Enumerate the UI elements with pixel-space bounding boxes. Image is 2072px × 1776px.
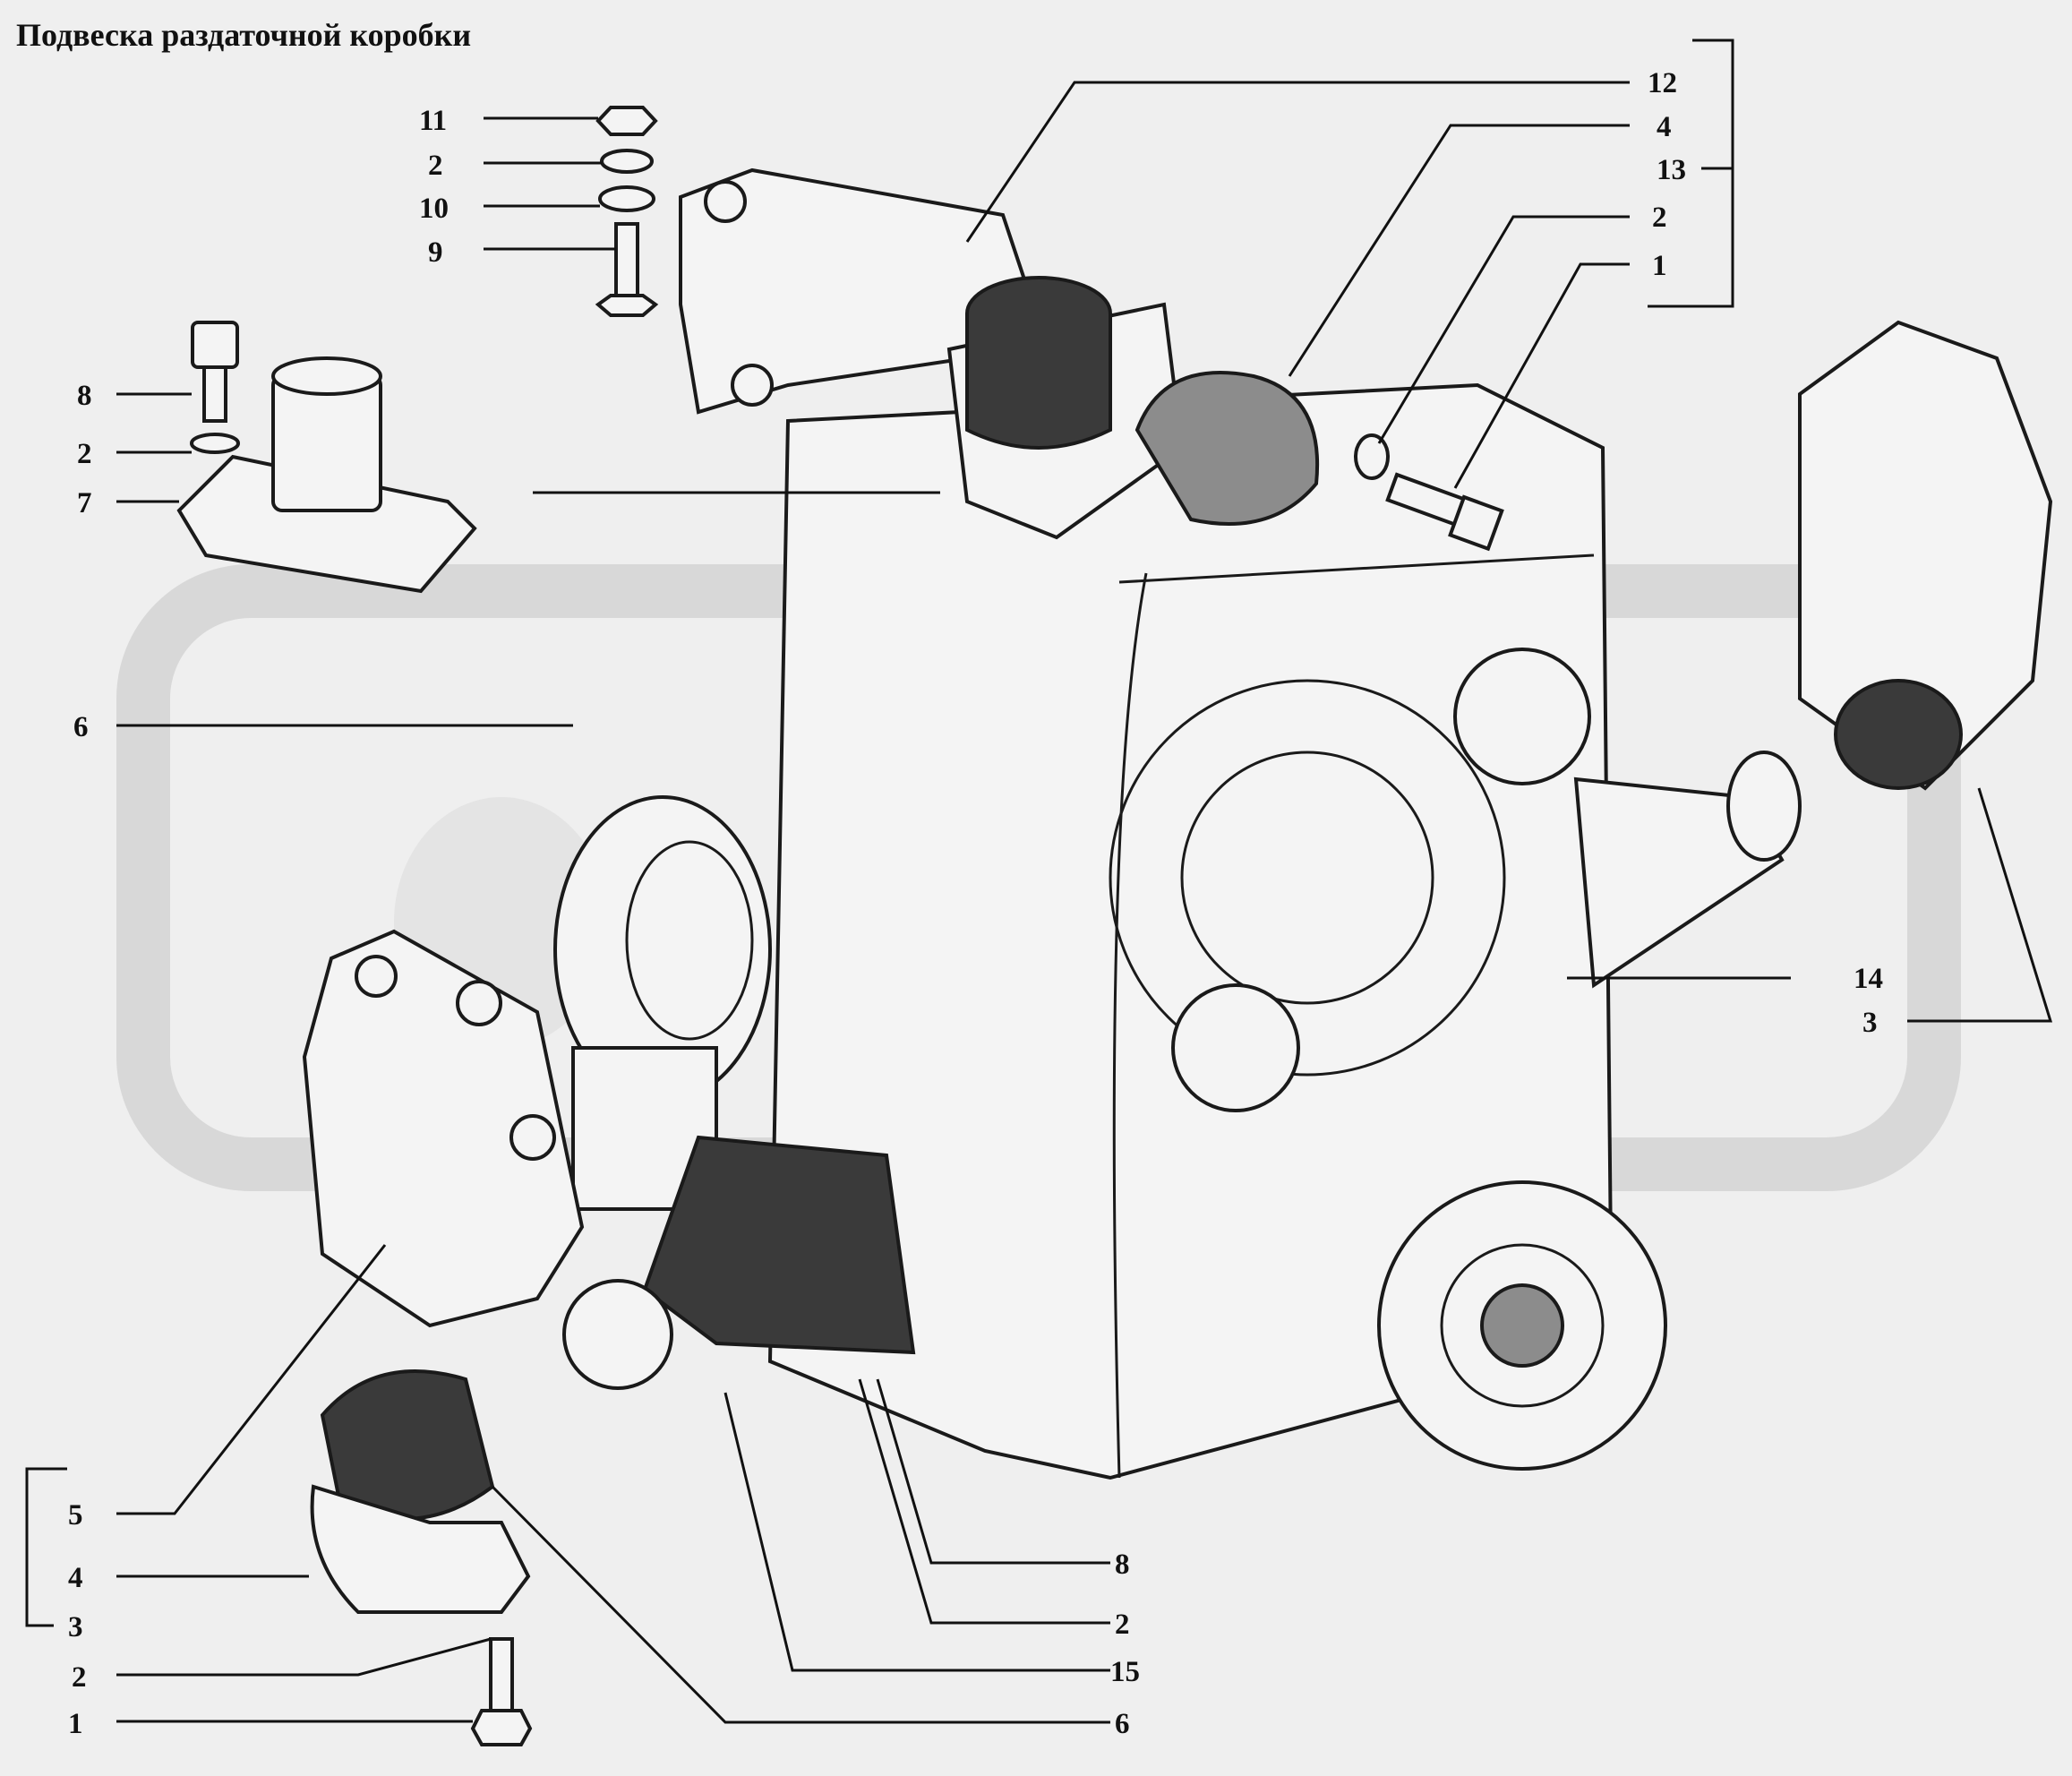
callout-7: 7 xyxy=(77,487,92,519)
callout-labels: 11 2 10 9 8 2 7 6 12 4 13 2 1 14 3 5 4 3… xyxy=(68,67,1883,1740)
callout-8: 8 xyxy=(77,380,92,412)
callout-9: 9 xyxy=(428,236,443,269)
leader-lines xyxy=(25,39,2053,1724)
callout-2: 2 xyxy=(1115,1609,1130,1641)
callout-3: 3 xyxy=(1862,1007,1878,1039)
callout-2: 2 xyxy=(1652,202,1667,234)
callout-6: 6 xyxy=(1115,1708,1130,1740)
cover-cap xyxy=(176,356,477,594)
callout-4: 4 xyxy=(1657,111,1672,143)
callout-5: 5 xyxy=(68,1499,83,1531)
callout-12: 12 xyxy=(1648,67,1677,99)
callout-15: 15 xyxy=(1110,1656,1140,1688)
callout-1: 1 xyxy=(68,1708,83,1740)
transfer-case-housing xyxy=(767,382,1614,1480)
right-mount-plate xyxy=(1798,320,2053,791)
page-title: Подвеска раздаточной коробки xyxy=(16,17,472,53)
callout-3: 3 xyxy=(68,1611,83,1643)
bolt-stack-top xyxy=(595,106,659,317)
callout-14: 14 xyxy=(1854,963,1883,995)
callout-11: 11 xyxy=(419,105,447,137)
callout-1: 1 xyxy=(1652,250,1667,282)
callout-10: 10 xyxy=(419,193,449,225)
bolt-stack-left xyxy=(190,321,240,454)
front-output-flange xyxy=(1377,1180,1667,1471)
callout-13: 13 xyxy=(1657,154,1686,186)
left-output-shaft xyxy=(562,1135,916,1390)
bolt-stack-bottom xyxy=(470,1637,533,1746)
callout-6: 6 xyxy=(73,711,89,743)
bolt-right-top xyxy=(1354,433,1504,552)
lower-left-bracket xyxy=(302,929,585,1328)
callout-4: 4 xyxy=(68,1562,83,1594)
callout-2: 2 xyxy=(77,438,92,470)
top-cushion-clamp xyxy=(946,276,1320,540)
callout-2: 2 xyxy=(72,1661,87,1694)
callout-8: 8 xyxy=(1115,1549,1130,1581)
lower-cushion-clamp xyxy=(310,1369,531,1614)
callout-2: 2 xyxy=(428,150,443,182)
right-output-shaft xyxy=(1573,751,1802,989)
